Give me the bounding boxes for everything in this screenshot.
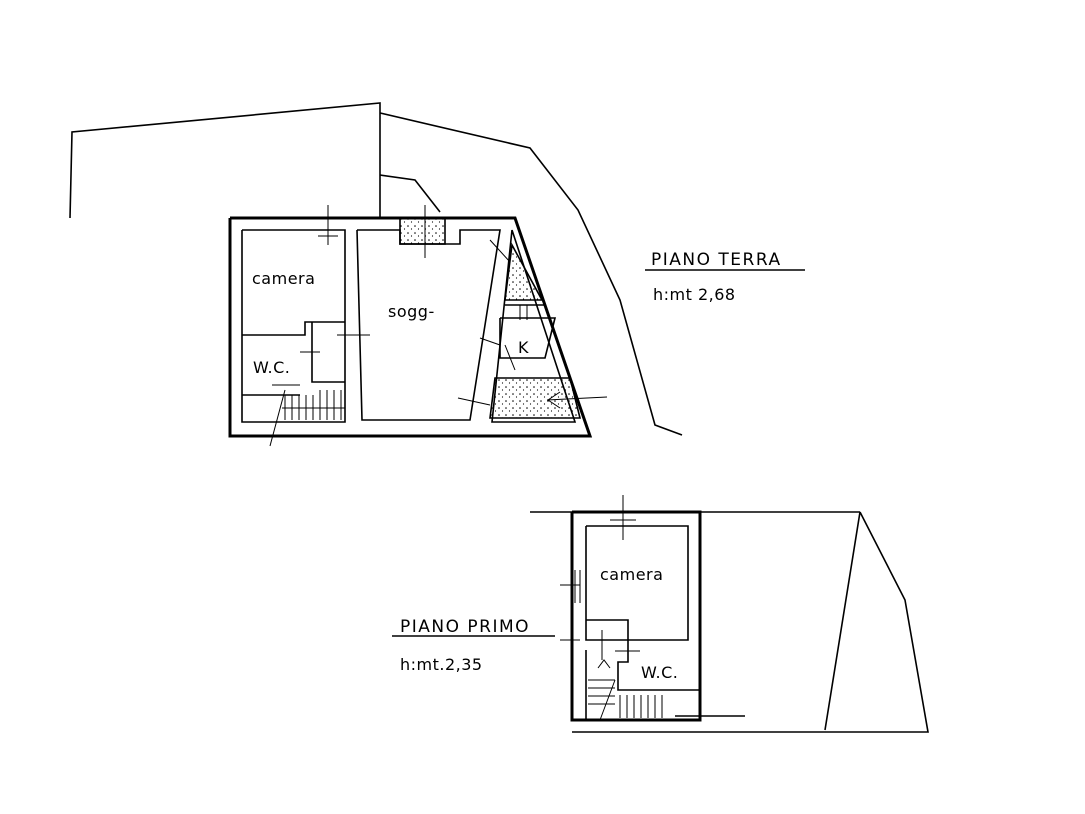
flue-block-kitchen [504,242,544,301]
ground-floor-height: h:mt 2,68 [653,285,736,304]
first-floor-title: PIANO PRIMO [400,617,530,637]
ground-floor-site-outline [69,102,683,436]
first-floor-stairs [588,679,663,718]
first-floor-height: h:mt.2,35 [400,655,483,674]
ground-floor-plan: camera sogg- W.C. K PIANO TERRA h:mt 2,6… [69,102,805,447]
room-label-camera-ground: camera [252,269,315,288]
ground-floor-title: PIANO TERRA [651,250,782,270]
room-label-wc-ground: W.C. [253,358,290,377]
room-label-kitchen: K [518,338,529,357]
first-floor-plan: camera W.C. PIANO PRIMO h:mt.2,35 [392,495,929,733]
first-floor-openings [560,495,640,721]
ground-floor-openings [269,205,608,447]
first-floor-outer-walls [570,510,702,722]
ground-floor-stairs [282,390,345,420]
room-label-soggiorno: sogg- [388,302,435,321]
room-label-wc-first: W.C. [641,663,678,682]
flue-block-top [399,217,446,245]
first-floor-site-outline [530,511,929,733]
room-label-camera-first: camera [600,565,663,584]
flue-block-bottom [489,377,582,419]
